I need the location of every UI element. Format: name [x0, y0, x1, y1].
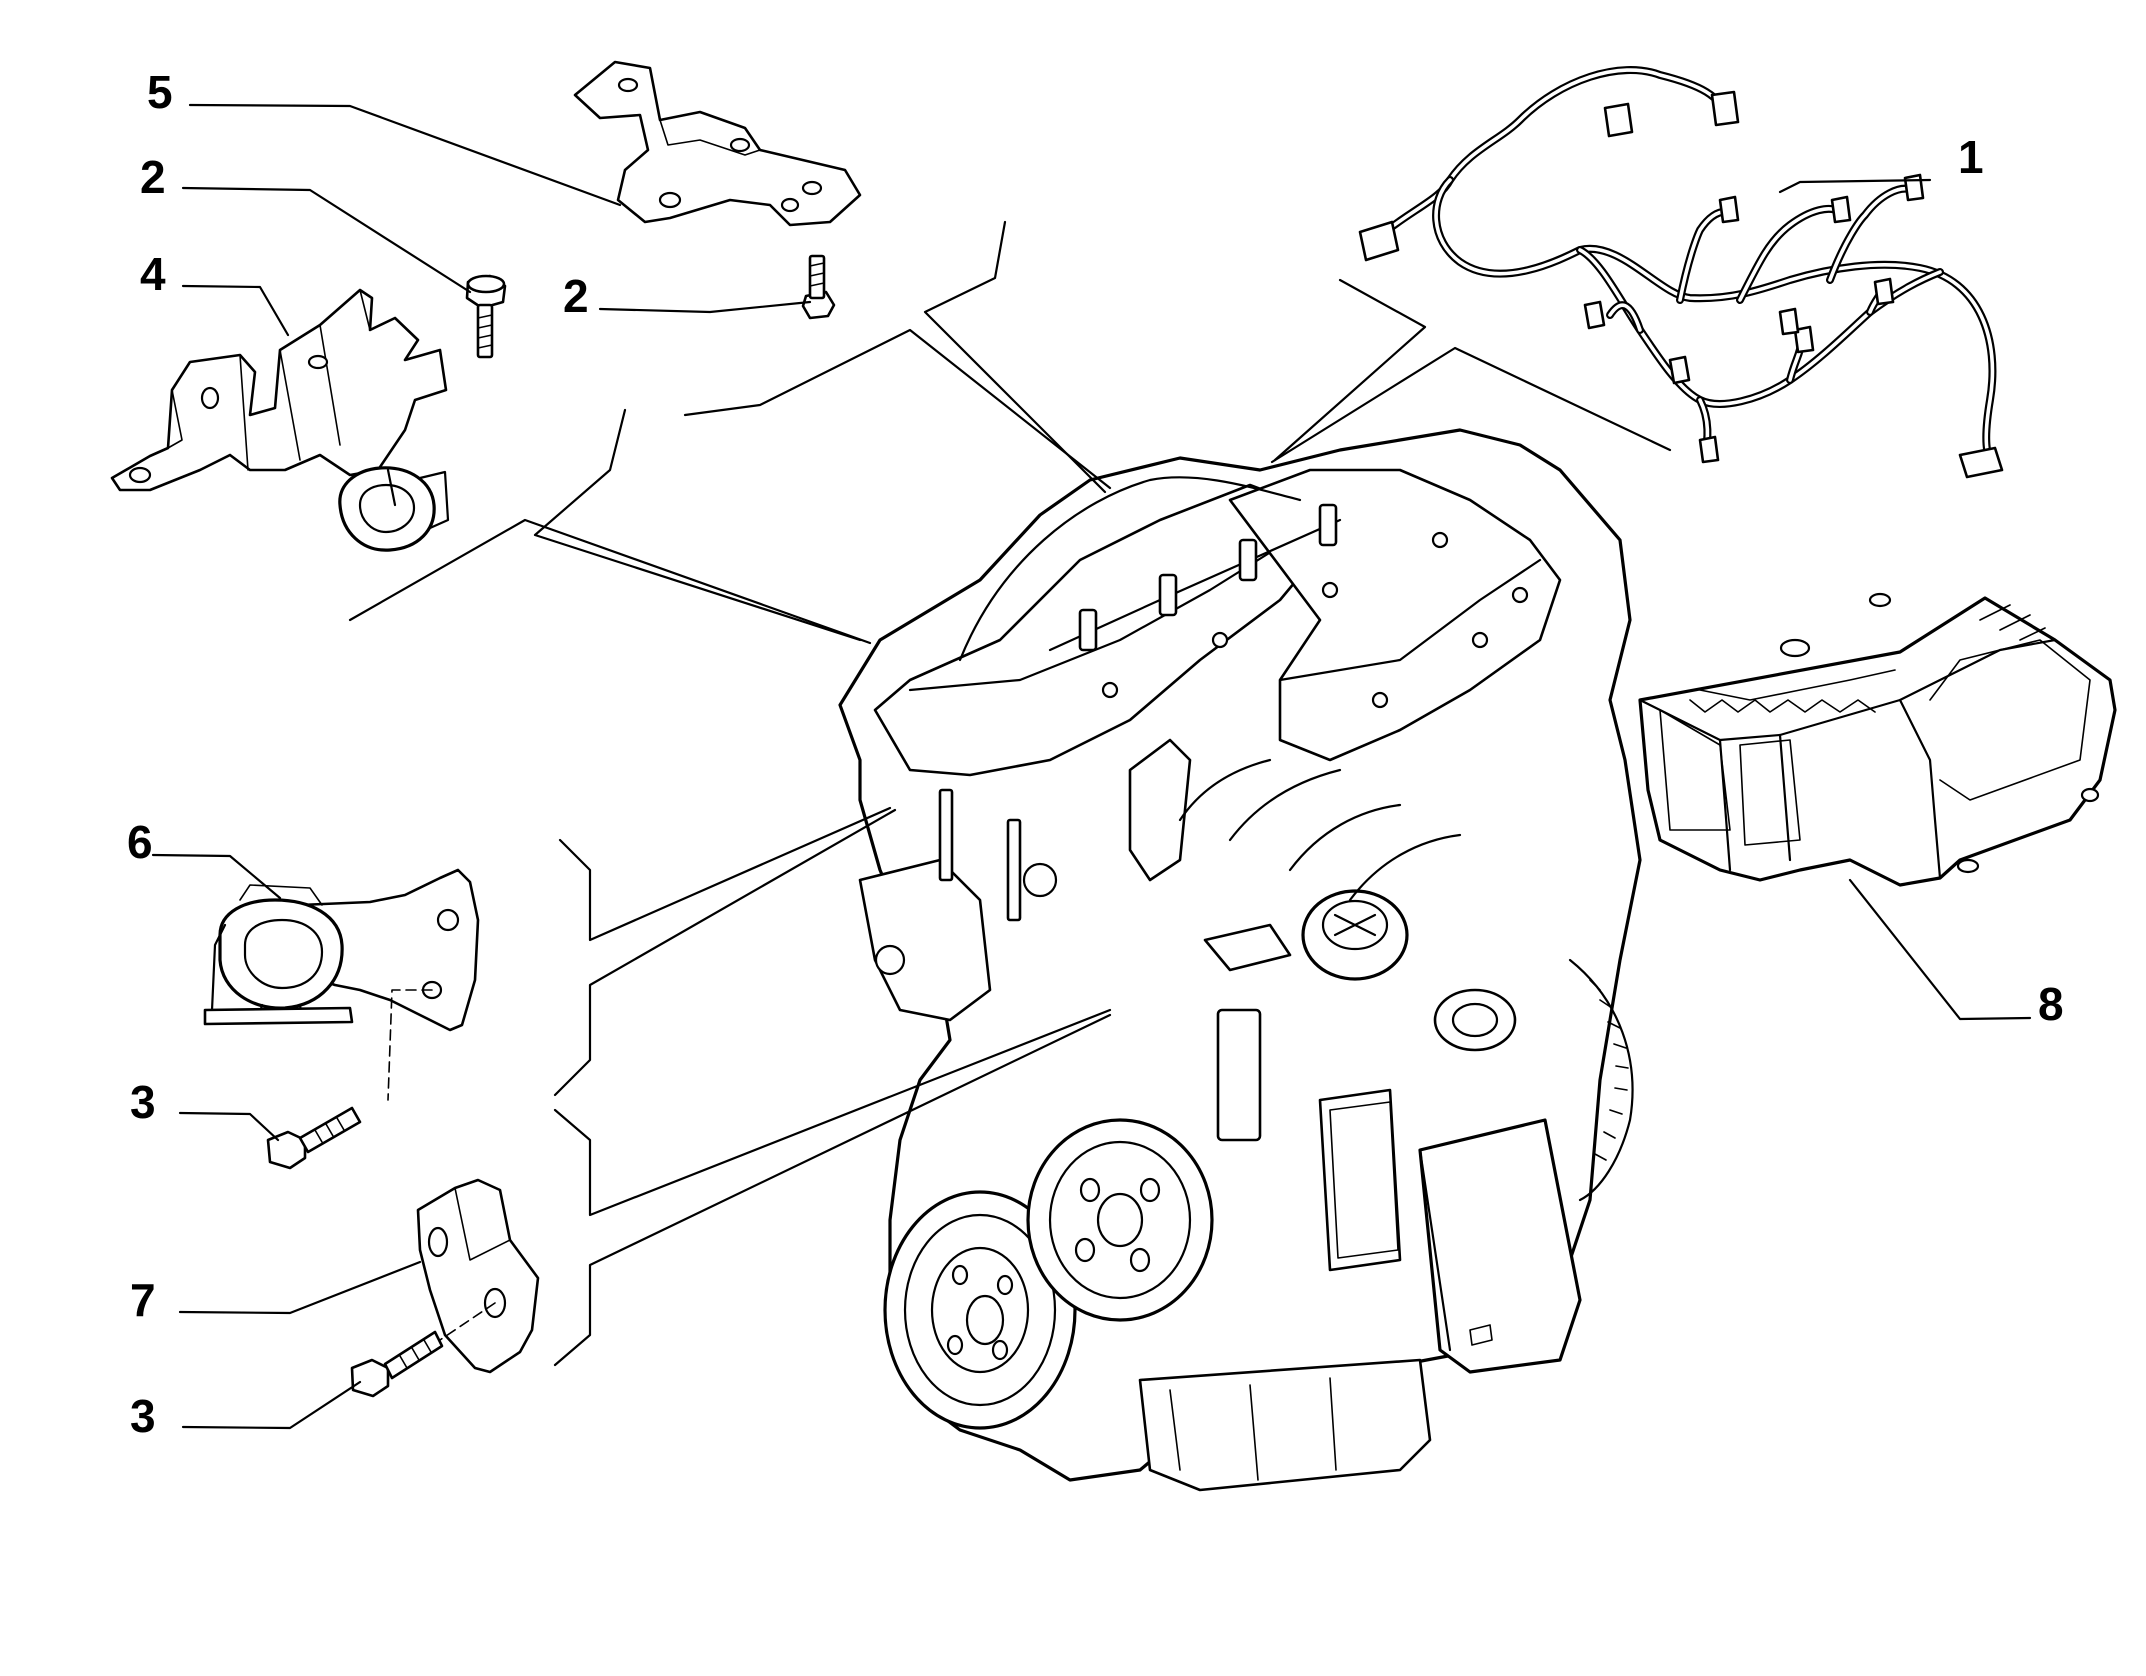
part-6-clamp-bracket [203, 868, 480, 1032]
leader-2a [181, 186, 472, 294]
part-1-wiring-harness [1358, 66, 2004, 479]
leader-1 [1778, 178, 1932, 194]
callout-1: 1 [1958, 131, 1984, 183]
callout-8: 8 [2038, 978, 2064, 1030]
part-3-bolt-b [350, 1330, 444, 1398]
part-6-alignment-line [387, 989, 433, 1101]
leader-3a [178, 1111, 280, 1142]
part-4-bracket [110, 288, 450, 552]
callout-5: 5 [147, 66, 173, 118]
part-2-bolt-a [465, 274, 507, 359]
part-2-bolt-b [801, 254, 836, 320]
callout-labels: 5 2 4 2 1 6 3 7 3 8 [127, 66, 2064, 1442]
leader-4 [181, 284, 290, 337]
callout-6: 6 [127, 816, 153, 868]
callout-4: 4 [140, 248, 166, 300]
callout-2-center: 2 [563, 270, 589, 322]
callout-3-upper: 3 [130, 1076, 156, 1128]
leader-lines [151, 103, 2032, 1430]
part-3-bolt-a [266, 1106, 362, 1170]
leader-6 [151, 853, 282, 900]
part-8-ecu [1638, 592, 2117, 887]
callout-3-lower: 3 [130, 1390, 156, 1442]
leader-5 [188, 103, 622, 207]
leader-7 [178, 1260, 422, 1315]
engine-assembly [838, 428, 1642, 1492]
callout-7: 7 [130, 1274, 156, 1326]
leader-8 [1848, 878, 2032, 1021]
part-7-alignment-line [439, 1302, 496, 1341]
leader-3b [181, 1380, 362, 1430]
leader-2b [598, 300, 812, 314]
part-5-bracket [573, 60, 862, 227]
callout-2-left: 2 [140, 151, 166, 203]
